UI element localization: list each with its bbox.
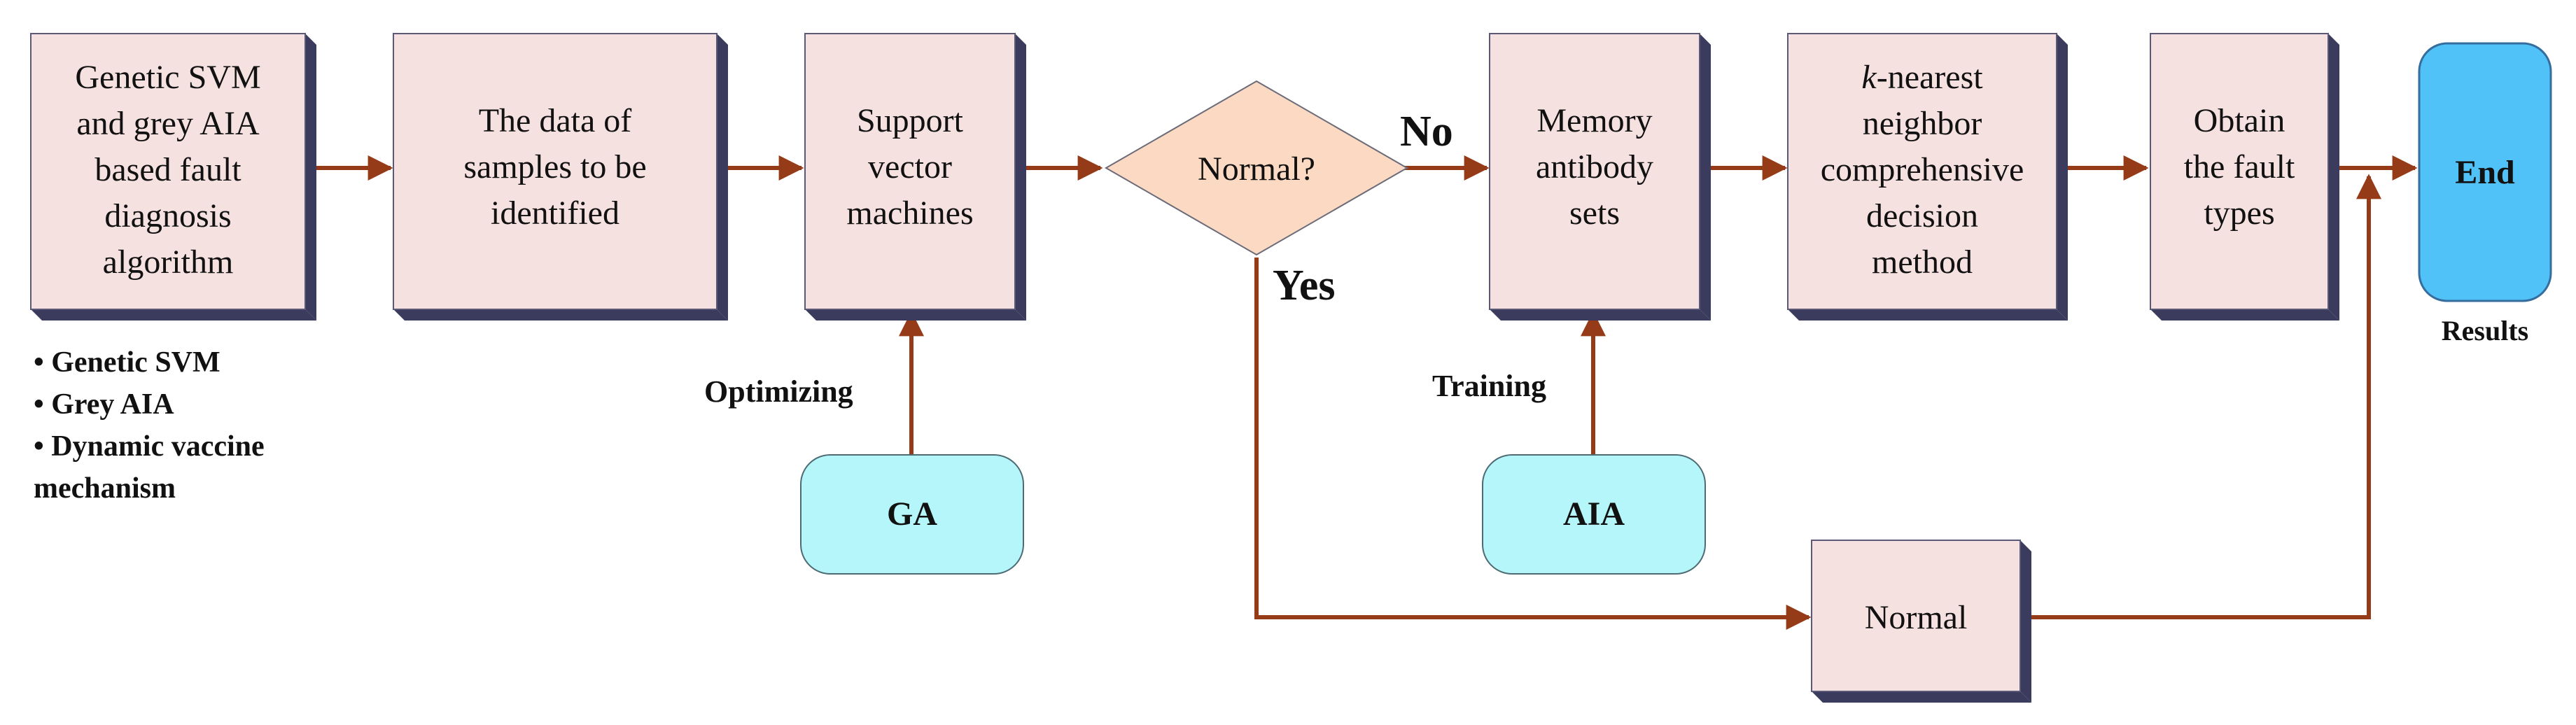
edge-label-training: Training — [1432, 369, 1546, 403]
normal-box: Normal — [1811, 540, 2031, 703]
arrow-normal-to-end — [2031, 174, 2381, 619]
edge-label-no: No — [1400, 108, 1453, 155]
results-caption: Results — [2442, 315, 2528, 346]
decision-label: Normal? — [1198, 150, 1315, 188]
bullet-text: mechanism — [34, 472, 176, 505]
samples-box: The data of samples to be identified — [393, 33, 728, 321]
ga-label: GA — [887, 495, 937, 533]
knn-box-line-5: method — [1872, 244, 1973, 281]
knn-box-line-2: neighbor — [1863, 105, 1982, 142]
algorithm-box: Genetic SVM and grey AIA based fault dia… — [30, 33, 316, 321]
memory-box-line-3: sets — [1569, 195, 1620, 232]
knn-box-line-1: k-nearest — [1861, 59, 1983, 96]
edge-label-optimizing: Optimizing — [704, 374, 853, 409]
svm-box-line-3: machines — [846, 195, 973, 232]
algorithm-box-line-2: and grey AIA — [76, 105, 260, 142]
knn-box-line-4: decision — [1866, 197, 1978, 234]
algorithm-box-line-1: Genetic SVM — [75, 59, 260, 96]
samples-box-line-2: samples to be — [463, 148, 646, 185]
edge-label-yes: Yes — [1273, 262, 1336, 309]
bullet-item: • Genetic SVM — [34, 346, 220, 379]
knn-box: k-nearest neighbor comprehensive decisio… — [1787, 33, 2068, 321]
feature-bullet-list: • Genetic SVM • Grey AIA • Dynamic vacci… — [34, 342, 265, 509]
aia-box: AIA — [1482, 454, 1706, 575]
bullet-text: Grey AIA — [51, 388, 174, 421]
knn-box-line-3: comprehensive — [1821, 151, 2024, 188]
svm-box-line-1: Support — [857, 102, 964, 139]
aia-label: AIA — [1563, 495, 1625, 533]
samples-box-line-1: The data of — [479, 102, 632, 139]
bullet-item: • Grey AIA — [34, 388, 174, 421]
bullet-text: Dynamic vaccine — [51, 430, 265, 463]
samples-box-line-3: identified — [491, 195, 620, 232]
connectors — [316, 155, 2418, 630]
bullet-text: Genetic SVM — [51, 346, 220, 379]
algorithm-box-line-4: diagnosis — [104, 197, 231, 234]
memory-box: Memory antibody sets — [1489, 33, 1711, 321]
algorithm-box-line-5: algorithm — [103, 244, 234, 281]
ga-box: GA — [800, 454, 1024, 575]
memory-box-line-1: Memory — [1536, 102, 1652, 139]
fault-box: Obtain the fault types — [2150, 33, 2339, 321]
bullet-item: mechanism — [34, 467, 265, 509]
algorithm-box-line-3: based fault — [94, 151, 241, 188]
fault-box-line-1: Obtain — [2194, 102, 2286, 139]
svm-box-line-2: vector — [868, 148, 952, 185]
decision-diamond: Normal? — [1104, 80, 1409, 256]
arrow-decision-yes-to-normal — [1254, 258, 1812, 630]
memory-box-line-2: antibody — [1536, 148, 1653, 185]
svm-box: Support vector machines — [804, 33, 1026, 321]
bullet-item: • Dynamic vaccine — [34, 430, 265, 463]
normal-box-label: Normal — [1865, 599, 1968, 636]
fault-box-line-2: the fault — [2184, 148, 2295, 185]
fault-box-line-3: types — [2204, 195, 2274, 232]
end-terminator: End Results — [2418, 42, 2552, 346]
end-label: End — [2455, 154, 2515, 191]
